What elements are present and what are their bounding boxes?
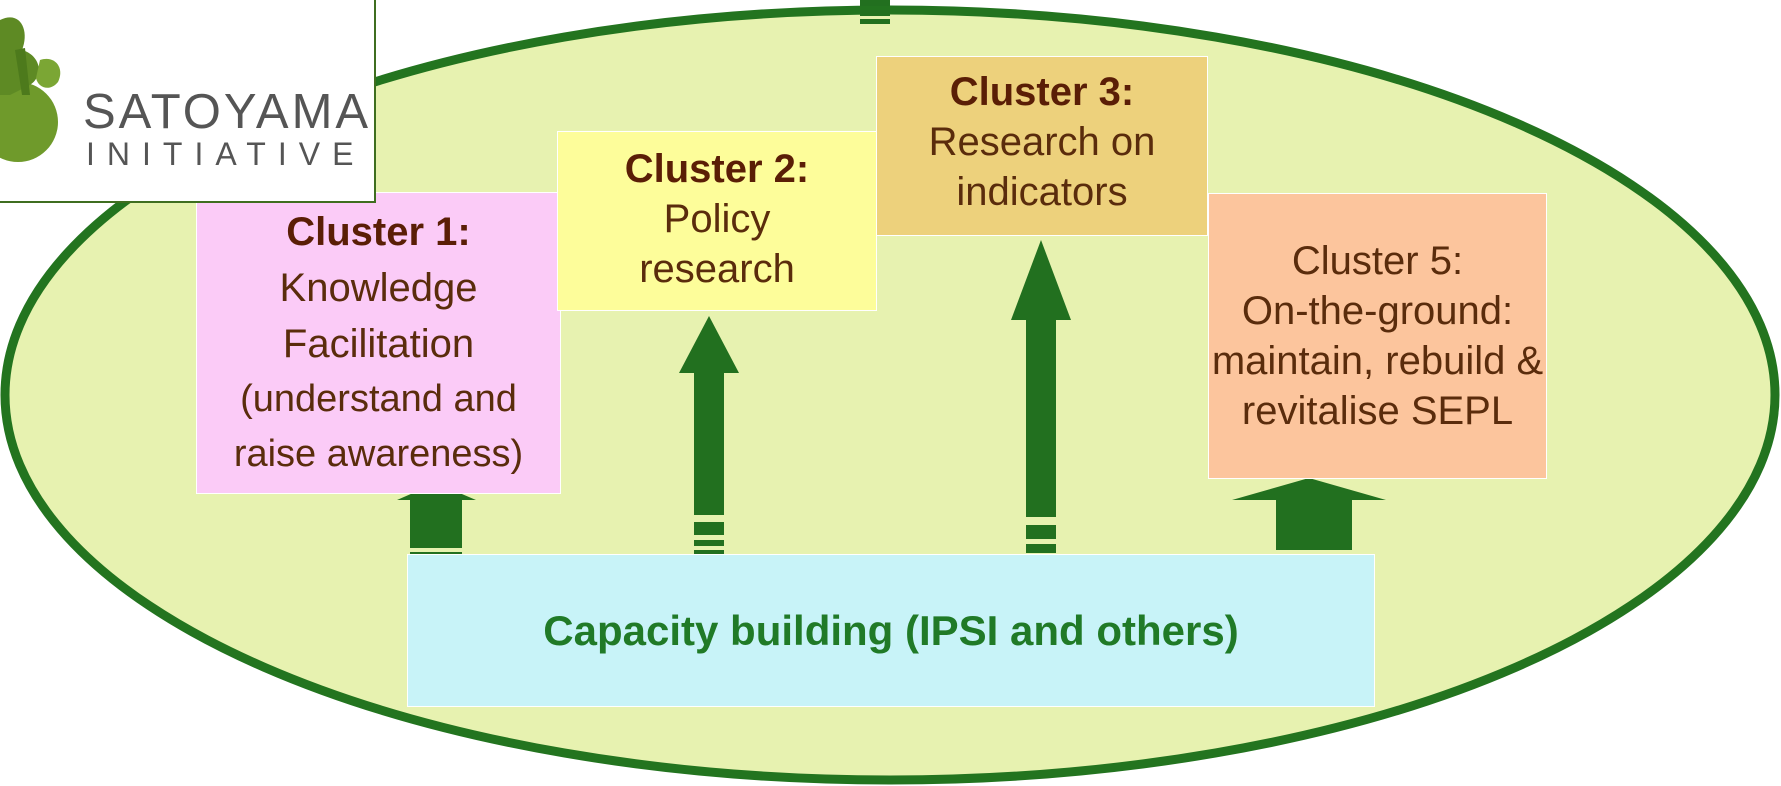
cluster2-heading: Cluster 2: [624,147,810,191]
top-connector [860,0,890,24]
logo-line1: SATOYAMA [83,85,372,139]
capacity-building-box: Capacity building (IPSI and others) [407,554,1375,707]
arrow-to-cluster3 [1011,240,1071,566]
cluster3-line: indicators [956,170,1128,214]
satoyama-logo: SATOYAMA INITIATIVE [0,0,376,203]
cluster5-line: On-the-ground: [1241,289,1514,333]
cluster1-line: Knowledge [279,266,478,310]
cluster1-box: Cluster 1: Knowledge Facilitation (under… [196,192,561,494]
cluster1-heading: Cluster 1: [286,210,471,254]
cluster1-line: (understand and [240,378,517,420]
capacity-building-label: Capacity building (IPSI and others) [543,606,1239,654]
cluster3-line: Research on [928,120,1156,164]
cluster5-heading: Cluster 5: [1291,239,1464,283]
cluster5-line: revitalise SEPL [1241,389,1514,433]
cluster2-line: research [639,247,795,291]
cluster5-line: maintain, rebuild & [1211,339,1544,383]
cluster2-line: Policy [663,197,771,241]
arrow-to-cluster2 [679,316,739,554]
cluster3-heading: Cluster 3: [949,70,1135,114]
cluster1-line: Facilitation [282,322,475,366]
cluster1-line: raise awareness) [233,433,524,475]
cluster3-box: Cluster 3: Research on indicators [876,56,1208,236]
cluster5-box: Cluster 5: On-the-ground: maintain, rebu… [1208,193,1547,479]
tree-globe-icon [0,17,61,162]
cluster2-box: Cluster 2: Policy research [557,131,877,311]
logo-line2: INITIATIVE [86,136,366,172]
